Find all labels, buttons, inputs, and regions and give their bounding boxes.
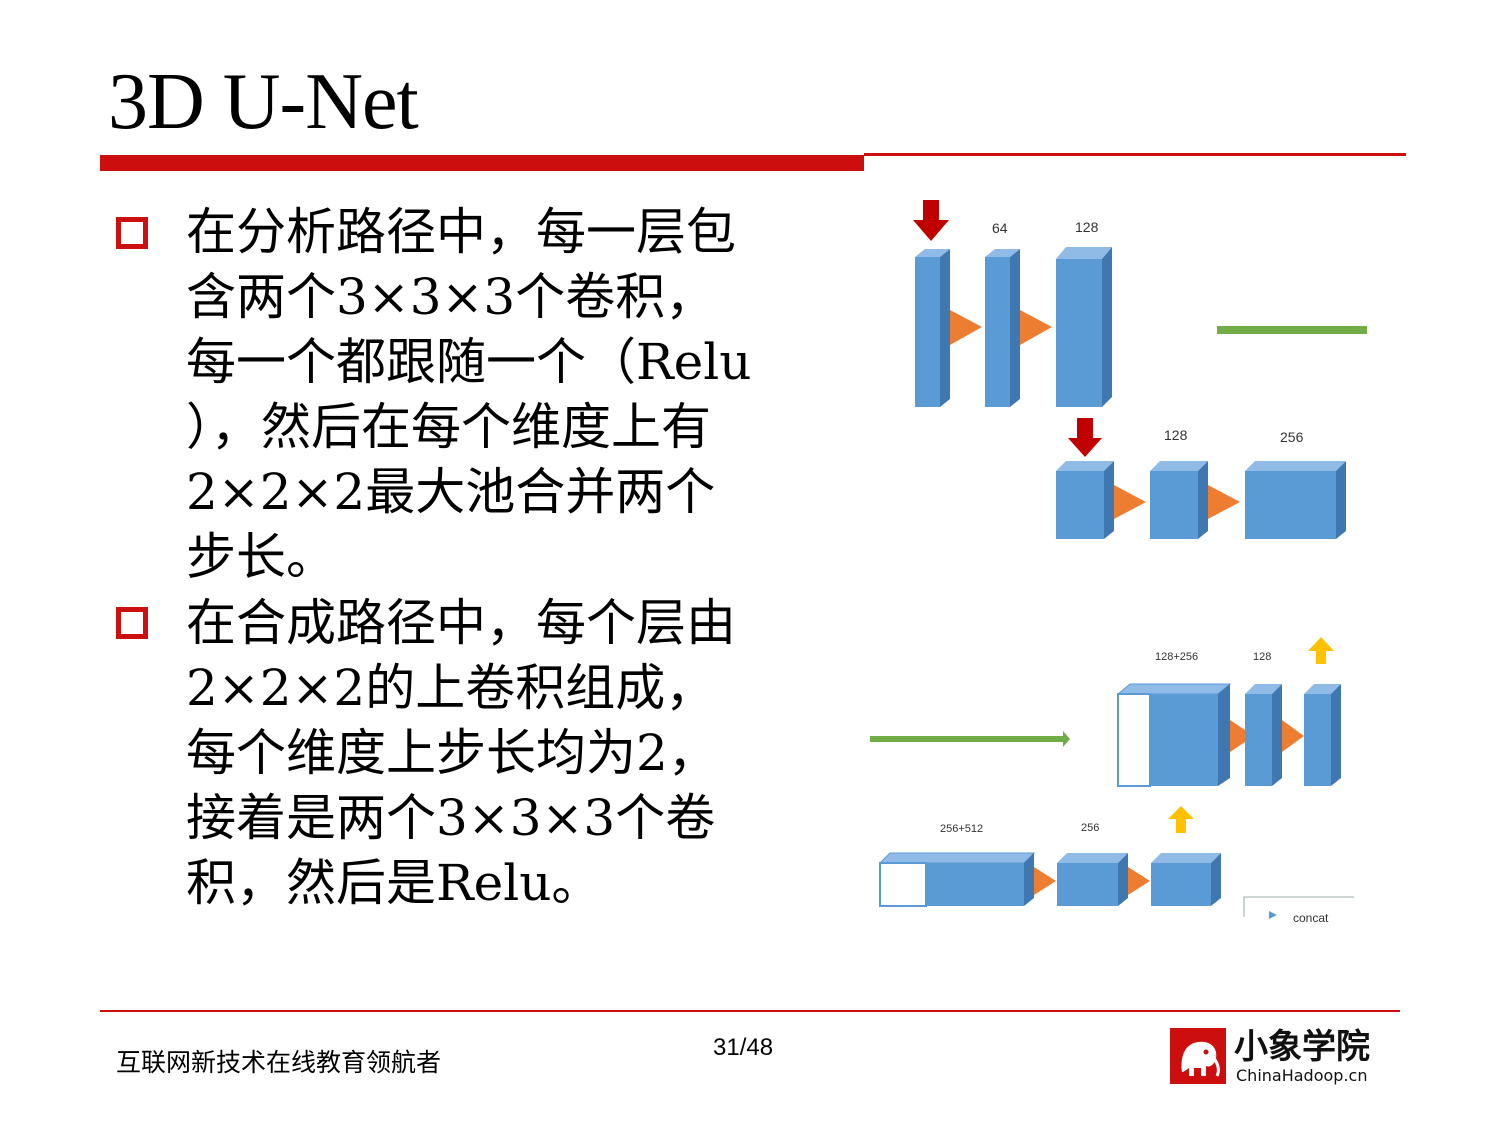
- channel-label: 256: [1280, 429, 1304, 445]
- text-line: 步长。: [186, 528, 336, 586]
- title-underline-thin: [864, 153, 1406, 156]
- feature-block: [1151, 853, 1221, 906]
- footer-rule: [100, 1010, 1400, 1012]
- channel-label: 256+512: [940, 823, 983, 835]
- text-line: 在合成路径中，每个层由: [186, 594, 736, 652]
- skip-connection-line: [1217, 326, 1367, 334]
- feature-block: [915, 249, 950, 407]
- text-line: 接着是两个3×3×3个卷: [186, 789, 716, 847]
- text-line: 每一个都跟随一个（Relu: [186, 333, 752, 391]
- feature-block: [1245, 461, 1346, 539]
- feature-block: [985, 249, 1020, 407]
- text-line: 含两个3×3×3个卷积，: [186, 268, 716, 326]
- channel-label: 128: [1253, 651, 1271, 663]
- pool-arrow-down-icon: [1068, 418, 1102, 457]
- conv-arrow-icon: [1208, 485, 1240, 519]
- feature-block: [1056, 247, 1112, 407]
- text-line: 在分析路径中，每一层包: [186, 203, 736, 261]
- page-number: 31/48: [713, 1034, 774, 1061]
- conv-arrow-icon: [1128, 867, 1150, 895]
- bullet-square-icon: [116, 607, 148, 639]
- text-line: 2×2×2的上卷积组成，: [186, 659, 716, 717]
- conv-arrow-icon: [1114, 485, 1146, 519]
- legend-box: concat: [1243, 896, 1354, 925]
- skip-arrow-head-icon: [1063, 731, 1070, 747]
- chinahadoop-logo: 小象学院 ChinaHadoop.cn: [1170, 1028, 1395, 1086]
- skip-connection-line: [870, 736, 1063, 742]
- channel-label: 128: [1075, 219, 1099, 235]
- concat-block: [1116, 683, 1232, 787]
- slide-title: 3D U-Net: [108, 58, 419, 146]
- text-line: ），然后在每个维度上有: [186, 398, 711, 456]
- feature-block: [1056, 461, 1114, 539]
- elephant-logo-icon: [1170, 1028, 1226, 1084]
- feature-block: [1304, 684, 1341, 786]
- text-line: 每个维度上步长均为2，: [186, 724, 718, 782]
- logo-site: ChinaHadoop.cn: [1236, 1066, 1368, 1085]
- text-line: 2×2×2最大池合并两个: [186, 463, 716, 521]
- channel-label: 64: [992, 220, 1008, 236]
- text-line: 积，然后是Relu。: [186, 854, 602, 912]
- bullet-text-analysis-path: 在分析路径中，每一层包 含两个3×3×3个卷积， 每一个都跟随一个（Relu ）…: [186, 200, 836, 590]
- footer-slogan: 互联网新技术在线教育领航者: [116, 1048, 442, 1077]
- conv-arrow-icon: [950, 310, 982, 345]
- conv-arrow-icon: [1230, 720, 1254, 752]
- feature-block: [1245, 684, 1282, 786]
- title-underline-thick: [100, 155, 864, 171]
- channel-label: 256: [1081, 822, 1099, 834]
- bullet-text-synthesis-path: 在合成路径中，每个层由 2×2×2的上卷积组成， 每个维度上步长均为2， 接着是…: [186, 591, 836, 916]
- pool-arrow-down-icon: [913, 200, 949, 241]
- conv-arrow-icon: [1282, 720, 1304, 752]
- upconv-arrow-up-icon: [1308, 637, 1334, 664]
- bullet-square-icon: [116, 217, 148, 249]
- upconv-arrow-up-icon: [1168, 806, 1194, 833]
- channel-label: 128: [1164, 427, 1188, 443]
- channel-label: 128+256: [1155, 651, 1198, 663]
- conv-arrow-icon: [1020, 310, 1052, 345]
- feature-block: [1150, 461, 1208, 539]
- unet-diagram: 64 128 128 256 128+256: [870, 200, 1367, 925]
- conv-arrow-icon: [1034, 867, 1056, 895]
- legend-label: concat: [1293, 911, 1329, 925]
- feature-block: [1057, 853, 1128, 906]
- logo-name: 小象学院: [1234, 1027, 1370, 1067]
- concat-block: [878, 852, 1036, 907]
